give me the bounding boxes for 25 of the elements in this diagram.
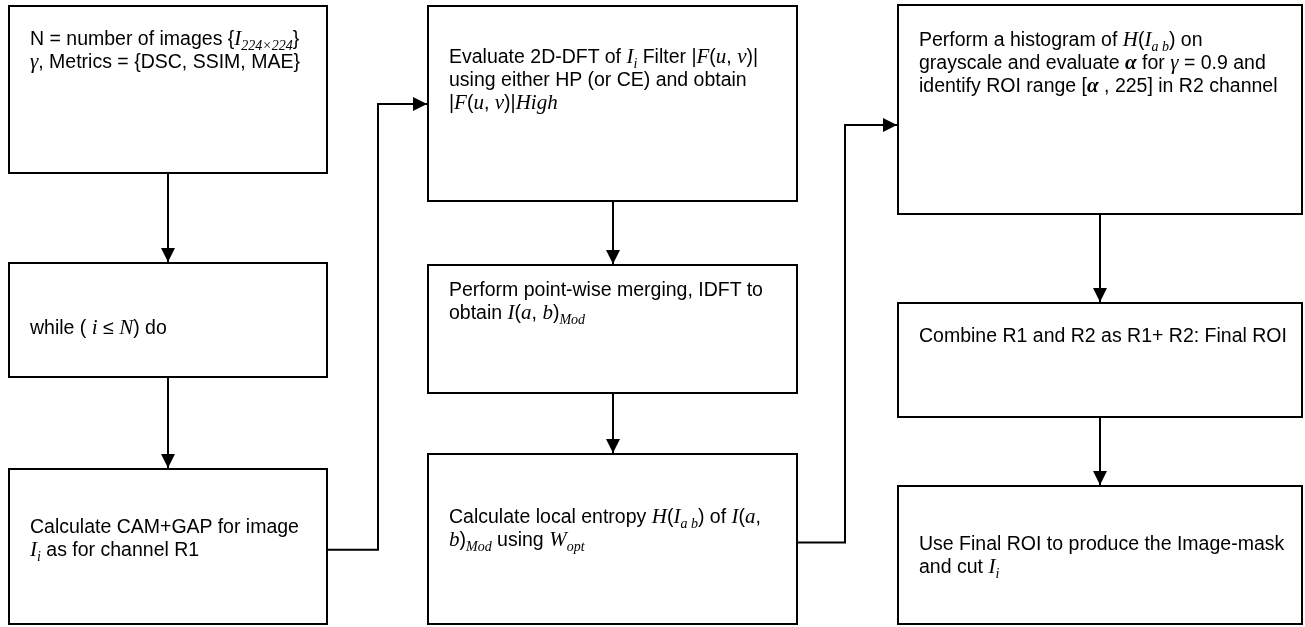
process-box xyxy=(897,4,1303,215)
step-text: Evaluate 2D-DFT of I$_{i}$ Filter |F(u, v)| using either HP (or CE) and obtain |F(u, v)|High xyxy=(449,45,760,114)
step-text: Perform a histogram of H(I$_{a b}$) on grayscale and evaluate α for γ = 0.9 and identify ROI range [α , 225] in R2 channel xyxy=(919,28,1279,97)
process-box xyxy=(8,468,328,625)
arrow xyxy=(161,377,175,469)
step-text: while ( i ≤ N) do xyxy=(30,316,168,339)
step-text: N = number of images {I$_{224×224}$} γ, Metrics = {DSC, SSIM, MAE} xyxy=(30,27,301,73)
arrow xyxy=(797,118,898,544)
arrow xyxy=(161,173,175,263)
step-text: Perform point-wise merging, IDFT to obtain I(a, b)$_{Mod}$ xyxy=(449,278,764,324)
arrow xyxy=(327,97,428,551)
arrow xyxy=(606,201,620,265)
process-box xyxy=(8,262,328,378)
process-box xyxy=(427,264,798,394)
step-text: Use Final ROI to produce the Image-mask and cut I$_{i}$ xyxy=(919,532,1286,578)
arrow xyxy=(1093,214,1107,303)
step-text: Combine R1 and R2 as R1+ R2: Final ROI xyxy=(919,324,1287,347)
process-box xyxy=(427,453,798,625)
step-text: Calculate CAM+GAP for image I$_{i}$ as for channel R1 xyxy=(30,515,300,561)
process-box xyxy=(897,485,1303,625)
process-box xyxy=(427,5,798,202)
arrow xyxy=(1093,417,1107,486)
process-box xyxy=(897,302,1303,418)
process-box xyxy=(8,5,328,174)
arrow xyxy=(606,393,620,454)
